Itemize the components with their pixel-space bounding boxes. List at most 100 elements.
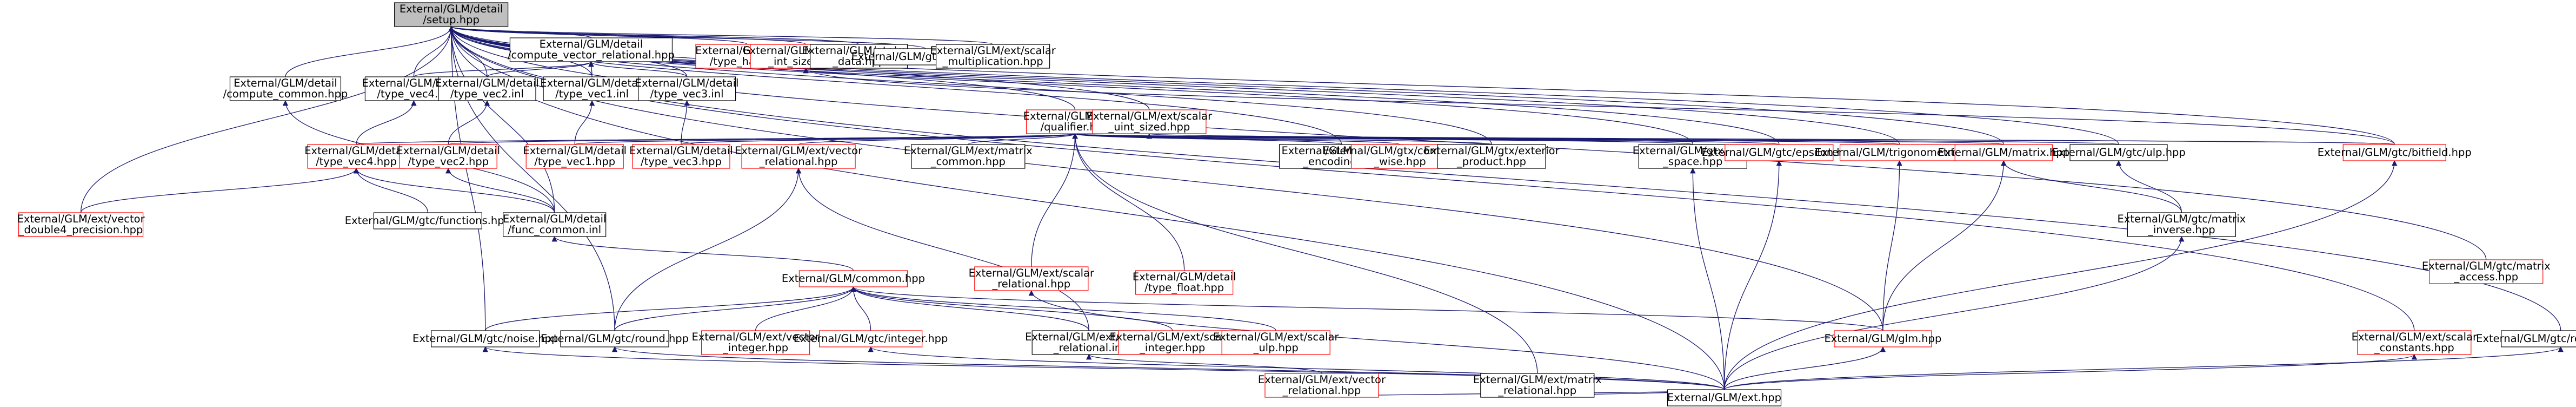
node-gtc_noise[interactable]: External/GLM/gtc/noise.hpp bbox=[412, 330, 558, 347]
edge-gtc_color_encoding-to-setup bbox=[448, 25, 1342, 145]
node-box bbox=[307, 144, 405, 169]
node-label-line: /compute_vector_relational.hpp bbox=[508, 49, 675, 61]
node-gtx_color_space[interactable]: External/GLM/gtx/color_space.hpp bbox=[1633, 144, 1754, 169]
node-type_vec4_hpp[interactable]: External/GLM/detail/type_vec4.hpp bbox=[304, 144, 408, 169]
node-gtc_matrix_access[interactable]: External/GLM/gtc/matrix_access.hpp bbox=[2422, 259, 2551, 284]
node-gtc_ulp[interactable]: External/GLM/gtc/ulp.hpp bbox=[2052, 144, 2186, 161]
node-type_vec1_inl[interactable]: External/GLM/detail/type_vec1.inl bbox=[540, 76, 644, 101]
node-ext_scalar_relational[interactable]: External/GLM/ext/scalar_relational.hpp bbox=[969, 266, 1095, 291]
node-label-line: External/GLM/gtc/noise.hpp bbox=[412, 332, 558, 345]
node-type_float[interactable]: External/GLM/detail/type_float.hpp bbox=[1133, 270, 1236, 295]
node-label-line: External/GLM/ext/matrix bbox=[1473, 373, 1602, 386]
node-box bbox=[2127, 212, 2236, 237]
node-label-line: _uint_sized.hpp bbox=[1108, 121, 1190, 133]
node-ext_vector_relational[interactable]: External/GLM/ext/vector_relational.hpp bbox=[735, 144, 863, 169]
edge-type_vec3_hpp-to-type_vec3_inl bbox=[681, 100, 690, 145]
node-gtc_integer[interactable]: External/GLM/gtc/integer.hpp bbox=[794, 330, 948, 347]
node-gtc_round[interactable]: External/GLM/gtc/round.hpp bbox=[541, 330, 689, 347]
edge-type_vec4_hpp-to-type_vec4_inl bbox=[356, 100, 417, 145]
node-ext_scalar_constants[interactable]: External/GLM/ext/scalar_constants.hpp bbox=[2352, 330, 2478, 355]
node-gtc_bitfield[interactable]: External/GLM/gtc/bitfield.hpp bbox=[2318, 144, 2472, 161]
node-matrix_hpp[interactable]: External/GLM/matrix.hpp bbox=[1938, 144, 2069, 161]
edge-ext_hpp-to-ext_scalar_constants bbox=[1723, 353, 2417, 390]
node-box bbox=[741, 144, 856, 169]
node-glm_hpp[interactable]: External/GLM/glm.hpp bbox=[1824, 330, 1941, 347]
node-box bbox=[935, 44, 1050, 69]
node-gtc_reciprocal[interactable]: External/GLM/gtc/reciprocal.hpp bbox=[2476, 330, 2576, 347]
node-box bbox=[503, 212, 607, 237]
edge-gtx_exterior_product-to-qualifier bbox=[1073, 133, 1492, 145]
node-label-line: External/GLM/common.hpp bbox=[782, 272, 925, 285]
node-label-line: External/GLM/ext/scalar bbox=[969, 267, 1095, 279]
node-label-line: /type_vec3.inl bbox=[650, 88, 724, 100]
edge-ext_vector_integer-to-common_hpp bbox=[755, 286, 856, 331]
node-label-line: _relational.hpp bbox=[1497, 384, 1576, 397]
node-ext_scalar_mult[interactable]: External/GLM/ext/scalar_multiplication.h… bbox=[930, 44, 1056, 69]
node-gtc_epsilon[interactable]: External/GLM/gtc/epsilon.hpp bbox=[1701, 144, 1856, 161]
node-label-line: External/GLM/detail bbox=[1133, 271, 1236, 283]
node-label-line: External/GLM/detail bbox=[400, 3, 503, 15]
node-label-line: _access.hpp bbox=[2453, 271, 2518, 283]
node-box bbox=[632, 144, 730, 169]
node-type_vec3_hpp[interactable]: External/GLM/detail/type_vec3.hpp bbox=[629, 144, 733, 169]
nodes: External/GLM/detail/setup.hppExternal/GL… bbox=[17, 2, 2576, 406]
edge-type_vec2_hpp-to-qualifier bbox=[448, 133, 1077, 145]
node-label-line: External/GLM/ext/scalar bbox=[930, 44, 1056, 57]
node-gtx_matrix_inverse[interactable]: External/GLM/gtc/matrix_inverse.hpp bbox=[2118, 212, 2246, 237]
node-box bbox=[1480, 373, 1595, 398]
node-ext_matrix_relational[interactable]: External/GLM/ext/matrix_relational.hpp bbox=[1473, 373, 1602, 398]
node-type_vec2_inl[interactable]: External/GLM/detail/type_vec2.inl bbox=[435, 76, 539, 101]
edge-type_vec2_hpp-to-type_vec2_inl bbox=[448, 100, 490, 145]
node-type_vec3_inl[interactable]: External/GLM/detail/type_vec3.inl bbox=[635, 76, 739, 101]
node-label-line: External/GLM/trigonometric.hpp bbox=[1815, 146, 1984, 159]
edge-type_vec4_hpp-to-qualifier bbox=[356, 133, 1077, 145]
node-label-line: /func_common.inl bbox=[508, 224, 601, 236]
node-compute_common[interactable]: External/GLM/detail/compute_common.hpp bbox=[223, 76, 348, 101]
node-box bbox=[525, 144, 624, 169]
edge-ext_hpp-to-gtc_noise bbox=[483, 346, 1725, 390]
node-func_common_inl[interactable]: External/GLM/detail/func_common.inl bbox=[503, 212, 607, 237]
node-type_vec2_hpp[interactable]: External/GLM/detail/type_vec2.hpp bbox=[396, 144, 500, 169]
node-label-line: External/GLM/detail bbox=[540, 77, 644, 89]
node-common_hpp[interactable]: External/GLM/common.hpp bbox=[782, 270, 925, 287]
node-label-line: External/GLM/ext/scalar bbox=[1213, 331, 1339, 343]
node-ext_vector_double4_precision[interactable]: External/GLM/ext/vector_double4_precisio… bbox=[17, 212, 145, 237]
node-label-line: _constants.hpp bbox=[2374, 342, 2454, 354]
edge-type_vec2_inl-to-compute_vec_rel bbox=[487, 61, 594, 77]
node-ext_scalar_uint_sized[interactable]: External/GLM/ext/scalar_uint_sized.hpp bbox=[1087, 109, 1213, 134]
node-label-line: External/GLM/gtc/matrix bbox=[2118, 213, 2246, 225]
node-ext_matrix_common[interactable]: External/GLM/ext/matrix_common.hpp bbox=[904, 144, 1033, 169]
node-box bbox=[1221, 330, 1330, 355]
node-box bbox=[819, 330, 923, 347]
node-box bbox=[2069, 144, 2168, 161]
node-label-line: External/GLM/ext/scalar bbox=[2352, 331, 2478, 343]
node-label-line: External/GLM/glm.hpp bbox=[1824, 332, 1941, 345]
edge-gtx_matrix_inverse-to-matrix_hpp bbox=[2001, 160, 2182, 213]
edge-gtc_functions-to-type_vec4_hpp bbox=[353, 167, 428, 213]
node-ext_hpp[interactable]: External/GLM/ext.hpp bbox=[1667, 389, 1782, 406]
edge-glm_hpp-to-matrix_hpp bbox=[1882, 160, 2007, 331]
edge-ext_vector_relational-to-qualifier bbox=[798, 133, 1078, 145]
edge-ext_scalar_ulp-to-common_hpp bbox=[850, 286, 1276, 331]
node-label-line: External/GLM/gtc/round.hpp bbox=[541, 332, 689, 345]
node-label-line: External/GLM/ext/scalar bbox=[1109, 331, 1235, 343]
edge-gtc_bitfield-to-ext_scalar_uint_sized bbox=[1147, 133, 2395, 145]
node-label-line: External/GLM/detail bbox=[503, 213, 607, 225]
node-label-line: External/GLM/gtc/epsilon.hpp bbox=[1701, 146, 1856, 159]
node-ext_scalar_integer[interactable]: External/GLM/ext/scalar_integer.hpp bbox=[1109, 330, 1236, 355]
node-label-line: External/GLM/ext/vector bbox=[1258, 373, 1386, 386]
node-label-line: _relational.hpp bbox=[991, 278, 1070, 290]
node-type_vec1_hpp[interactable]: External/GLM/detail/type_vec1.hpp bbox=[523, 144, 627, 169]
edge-ext_hpp-to-gtc_reciprocal bbox=[1723, 346, 2564, 390]
node-label-line: _data.hpp bbox=[832, 55, 885, 68]
edge-func_common_inl-to-type_vec2_hpp bbox=[445, 167, 555, 213]
node-compute_vec_rel[interactable]: External/GLM/detail/compute_vector_relat… bbox=[508, 37, 675, 62]
node-ext_vector_integer[interactable]: External/GLM/ext/vector_integer.hpp bbox=[692, 330, 820, 355]
node-ext_vector_relational2[interactable]: External/GLM/ext/vector_relational.hpp bbox=[1258, 373, 1386, 398]
edge-ext_hpp-to-gtc_bitfield bbox=[1723, 160, 2398, 390]
node-box bbox=[1118, 330, 1227, 355]
node-gtx_exterior_product[interactable]: External/GLM/gtx/exterior_product.hpp bbox=[1423, 144, 1560, 169]
node-gtc_functions[interactable]: External/GLM/gtc/functions.hpp bbox=[345, 212, 511, 229]
node-ext_scalar_ulp[interactable]: External/GLM/ext/scalar_ulp.hpp bbox=[1213, 330, 1339, 355]
node-setup[interactable]: External/GLM/detail/setup.hpp bbox=[394, 2, 509, 27]
